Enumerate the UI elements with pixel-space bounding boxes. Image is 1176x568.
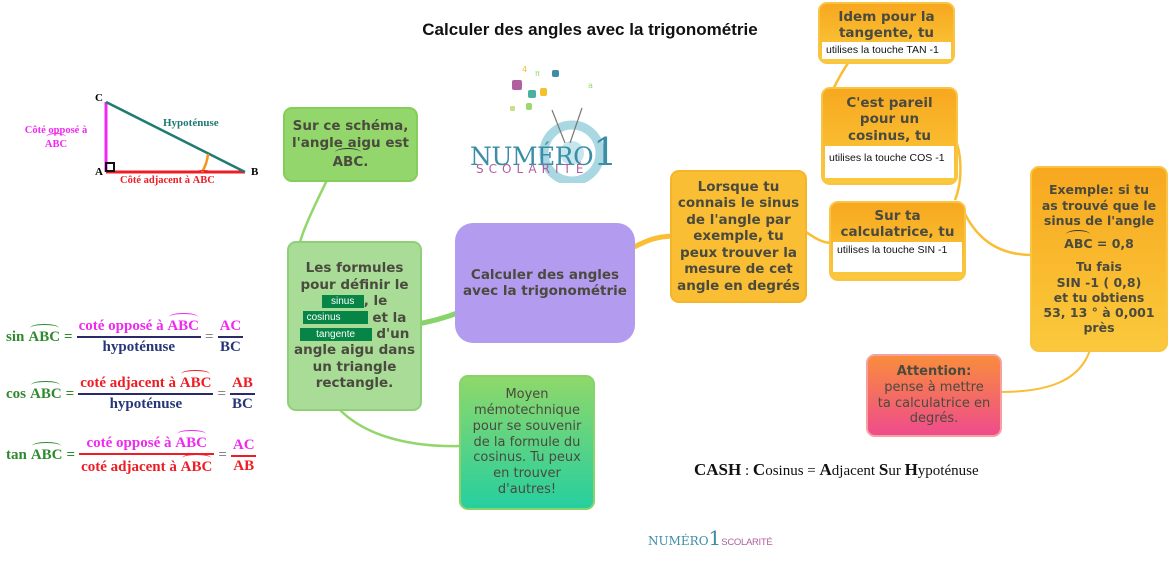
logo-subtitle: SCOLARITÉ <box>476 162 589 176</box>
node-cosine-key[interactable]: C'est pareil pour un cosinus, tu utilise… <box>821 87 958 185</box>
tangent-fraction: coté opposé à ABC coté adjacent à ABC <box>79 430 215 475</box>
tan-key-text: utilises la touche TAN -1 <box>822 41 951 59</box>
node-calculator-sin-key[interactable]: Sur ta calculatrice, tu utilises la touc… <box>829 201 966 281</box>
vertex-a-label: A <box>95 166 103 178</box>
cos-key-text: utilises la touche COS -1 <box>825 146 954 179</box>
node-tangent-key[interactable]: Idem pour la tangente, tu utilises la to… <box>818 2 955 64</box>
cosine-formula: cos ABC = coté adjacent à ABC hypoténuse… <box>6 370 255 412</box>
svg-text:a: a <box>588 81 593 90</box>
page-title: Calculer des angles avec la trigonométri… <box>422 20 758 39</box>
tangent-ratio: AC AB <box>231 436 257 474</box>
hypotenuse-label: Hypoténuse <box>163 117 219 129</box>
node-example[interactable]: Exemple: si tu as trouvé que le sinus de… <box>1030 166 1168 352</box>
triangle-diagram: C A B Hypoténuse Côté opposé à ABC Côté … <box>20 88 270 188</box>
node-center-topic[interactable]: Calculer des angles avec la trigonométri… <box>455 223 635 343</box>
cash-mnemonic: CASH : Cosinus = Adjacent Sur Hypoténuse <box>694 460 979 479</box>
numero1-logo: π 4 a NUMÉRO1 SCOLARITÉ <box>470 58 617 186</box>
svg-text:4: 4 <box>522 65 527 74</box>
sine-fraction: coté opposé à ABC hypoténuse <box>76 313 202 355</box>
sine-ratio: AC BC <box>217 318 243 355</box>
tangent-formula: tan ABC = coté opposé à ABC coté adjacen… <box>6 430 257 475</box>
cosine-fraction: coté adjacent à ABC hypoténuse <box>78 370 214 412</box>
opposite-side-label: Côté opposé à ABC <box>24 125 88 150</box>
node-mnemonic[interactable]: Moyen mémotechnique pour se souvenir de … <box>459 375 595 510</box>
sin-key-text: utilises la touche SIN -1 <box>833 241 962 272</box>
logo-wordmark: NUMÉRO1 <box>470 130 617 174</box>
logo-graphic: π 4 a <box>510 65 605 186</box>
node-attention[interactable]: Attention: pense à mettre ta calculatric… <box>866 354 1002 437</box>
adjacent-side-label: Côté adjacent à ABC <box>120 170 215 186</box>
node-schema[interactable]: Sur ce schéma, l'angle aigu est ABC. <box>283 107 418 182</box>
vertex-c-label: C <box>95 92 103 104</box>
vertex-b-label: B <box>251 166 259 178</box>
cosine-ratio: AB BC <box>230 375 255 412</box>
node-formulas[interactable]: Les formules pour définir le sinus, le c… <box>287 241 422 411</box>
tag-cosinus: cosinus <box>302 311 368 325</box>
tag-tangente: tangente <box>299 327 372 341</box>
tag-sinus: sinus <box>321 294 364 308</box>
sine-formula: sin ABC = coté opposé à ABC hypoténuse =… <box>6 313 243 355</box>
svg-text:π: π <box>535 69 540 78</box>
footer-logo: NUMÉRO1SCOLARITÉ <box>648 526 773 550</box>
node-sinus-known[interactable]: Lorsque tu connais le sinus de l'angle p… <box>670 170 807 303</box>
